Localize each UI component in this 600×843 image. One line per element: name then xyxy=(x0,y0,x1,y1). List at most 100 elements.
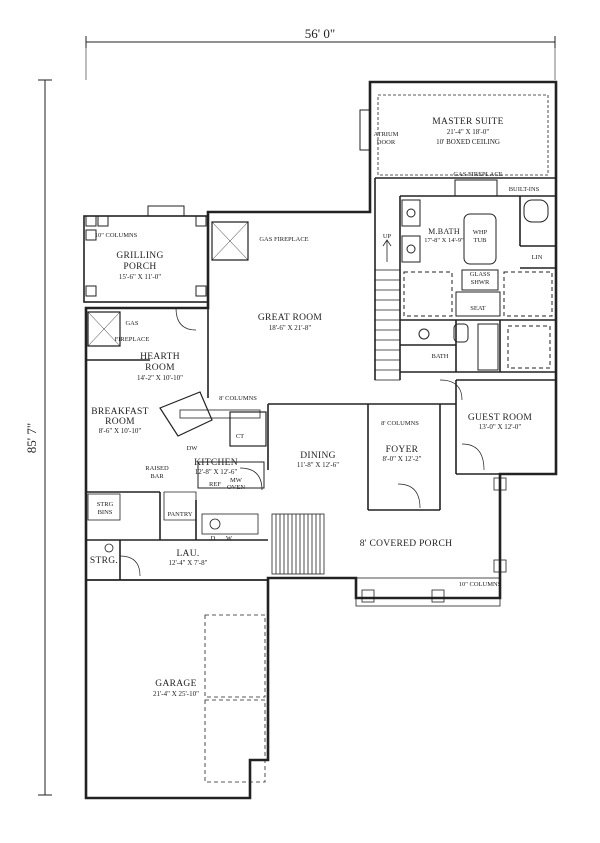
column xyxy=(493,559,507,573)
great-room-size: 18'-6" X 21'-8" xyxy=(269,324,312,332)
guest-room-label: GUEST ROOM xyxy=(468,413,533,423)
column xyxy=(195,285,207,297)
columns-label-b: 8' COLUMNS xyxy=(381,420,419,427)
vanity xyxy=(401,199,421,227)
storage-bins xyxy=(87,493,121,521)
covered-porch-label: 8' COVERED PORCH xyxy=(360,539,453,549)
garage-size: 21'-4" X 25'-10" xyxy=(153,690,199,698)
breakfast-label-1: BREAKFAST xyxy=(91,407,148,417)
atrium-label-1: ATRIUM xyxy=(374,131,399,138)
washer-label: W xyxy=(226,535,233,542)
toilet-icon xyxy=(523,199,549,223)
closet xyxy=(503,271,553,317)
laundry-label: LAU. xyxy=(176,549,199,559)
countertop xyxy=(179,409,261,419)
master-suite-note: 10' BOXED CEILING xyxy=(436,138,500,146)
m-bath-size: 17'-8" X 14'-9" xyxy=(424,237,464,244)
kitchen-label: KITCHEN xyxy=(194,458,238,468)
glass-label-1: GLASS xyxy=(470,271,491,278)
column xyxy=(493,477,507,491)
mw-label-2: OVEN xyxy=(227,484,245,491)
grill-step xyxy=(147,205,185,217)
sink-icon xyxy=(406,244,416,254)
atrium-door xyxy=(359,109,371,151)
garage-door-outline xyxy=(204,614,266,698)
pantry-outline xyxy=(163,491,197,521)
hearth-gas-label-2: FIREPLACE xyxy=(115,336,150,343)
column xyxy=(431,589,445,603)
sink-icon xyxy=(418,328,430,340)
m-bath-label: M.BATH xyxy=(428,227,460,236)
storage-label: STRG. xyxy=(90,556,118,566)
whirlpool-tub xyxy=(463,213,497,265)
door-swing xyxy=(397,483,421,509)
sink-icon xyxy=(406,208,416,218)
kitchen-island xyxy=(159,391,213,437)
glass-label-2: SHWR xyxy=(471,279,490,286)
kitchen-size: 12'-8" X 12'-6" xyxy=(195,468,238,476)
sink-icon xyxy=(209,518,221,530)
porch-columns-label-2: 10" COLUMNS xyxy=(459,581,502,588)
column xyxy=(85,285,97,297)
whp-label-2: TUB xyxy=(474,237,488,244)
grilling-size: 15'-6" X 11'-0" xyxy=(119,273,161,281)
great-room-label: GREAT ROOM xyxy=(258,313,323,323)
grilling-label-2: PORCH xyxy=(123,262,156,272)
depth-dimension-label: 85' 7" xyxy=(24,423,39,453)
width-dimension-label: 56' 0" xyxy=(305,26,335,41)
atrium-label-2: DOOR xyxy=(377,139,396,146)
closet xyxy=(403,271,453,317)
great-fireplace-label: GAS FIREPLACE xyxy=(259,236,308,243)
ref-label: REF xyxy=(209,481,221,488)
strg-bins-label-2: BINS xyxy=(98,509,113,516)
closet xyxy=(507,325,551,369)
seat-label: SEAT xyxy=(470,305,486,312)
door-swing xyxy=(175,307,197,331)
counter xyxy=(229,411,267,447)
ct-label: CT xyxy=(236,433,244,440)
hearth-label-1: HEARTH xyxy=(140,352,180,362)
toilet-icon xyxy=(453,323,469,343)
breakfast-size: 8'-6" X 10'-10" xyxy=(99,427,142,435)
column xyxy=(97,215,109,227)
tub xyxy=(477,323,499,371)
raised-bar-label-1: RAISED xyxy=(145,465,169,472)
grilling-label-1: GRILLING xyxy=(116,251,163,261)
whp-label-1: WHP xyxy=(473,229,488,236)
breakfast-label-2: ROOM xyxy=(105,417,135,427)
foyer-label: FOYER xyxy=(386,445,419,455)
mw-label-1: MW xyxy=(230,477,243,484)
appliance-wall xyxy=(197,461,265,489)
strg-bins-label-1: STRG xyxy=(97,501,114,508)
garage-label: GARAGE xyxy=(155,679,196,689)
laundry-counter xyxy=(201,513,259,535)
columns-label-a: 8' COLUMNS xyxy=(219,395,257,402)
column xyxy=(195,215,207,227)
depth-dimension-line xyxy=(38,79,52,796)
dryer-label: D xyxy=(211,535,216,542)
water-heater-icon xyxy=(104,543,114,553)
dining-size: 11'-8" X 12'-6" xyxy=(297,461,339,469)
glass-shower xyxy=(461,269,499,291)
pantry-label: PANTRY xyxy=(167,511,192,518)
porch-columns-label: 10" COLUMNS xyxy=(95,232,138,239)
vanity xyxy=(401,235,421,263)
bath-label: BATH xyxy=(432,353,449,360)
master-fireplace xyxy=(454,179,498,197)
built-ins-label: BUILT-INS xyxy=(509,186,540,193)
seat-bench xyxy=(455,291,501,317)
grilling-porch-outline xyxy=(83,215,209,303)
linen-label: LIN xyxy=(532,254,543,261)
boxed-ceiling-outline xyxy=(377,94,549,176)
master-fireplace-label: GAS FIREPLACE xyxy=(453,171,502,178)
door-swing xyxy=(439,379,463,401)
hearth-size: 14'-2" X 10'-10" xyxy=(137,374,183,382)
garage-door-outline xyxy=(204,699,266,783)
column xyxy=(85,215,97,227)
column xyxy=(361,589,375,603)
width-dimension-line xyxy=(85,36,556,80)
porch-front-steps xyxy=(355,577,501,607)
master-suite-size: 21'-4" X 18'-0" xyxy=(447,128,490,136)
dw-label: DW xyxy=(187,445,199,452)
